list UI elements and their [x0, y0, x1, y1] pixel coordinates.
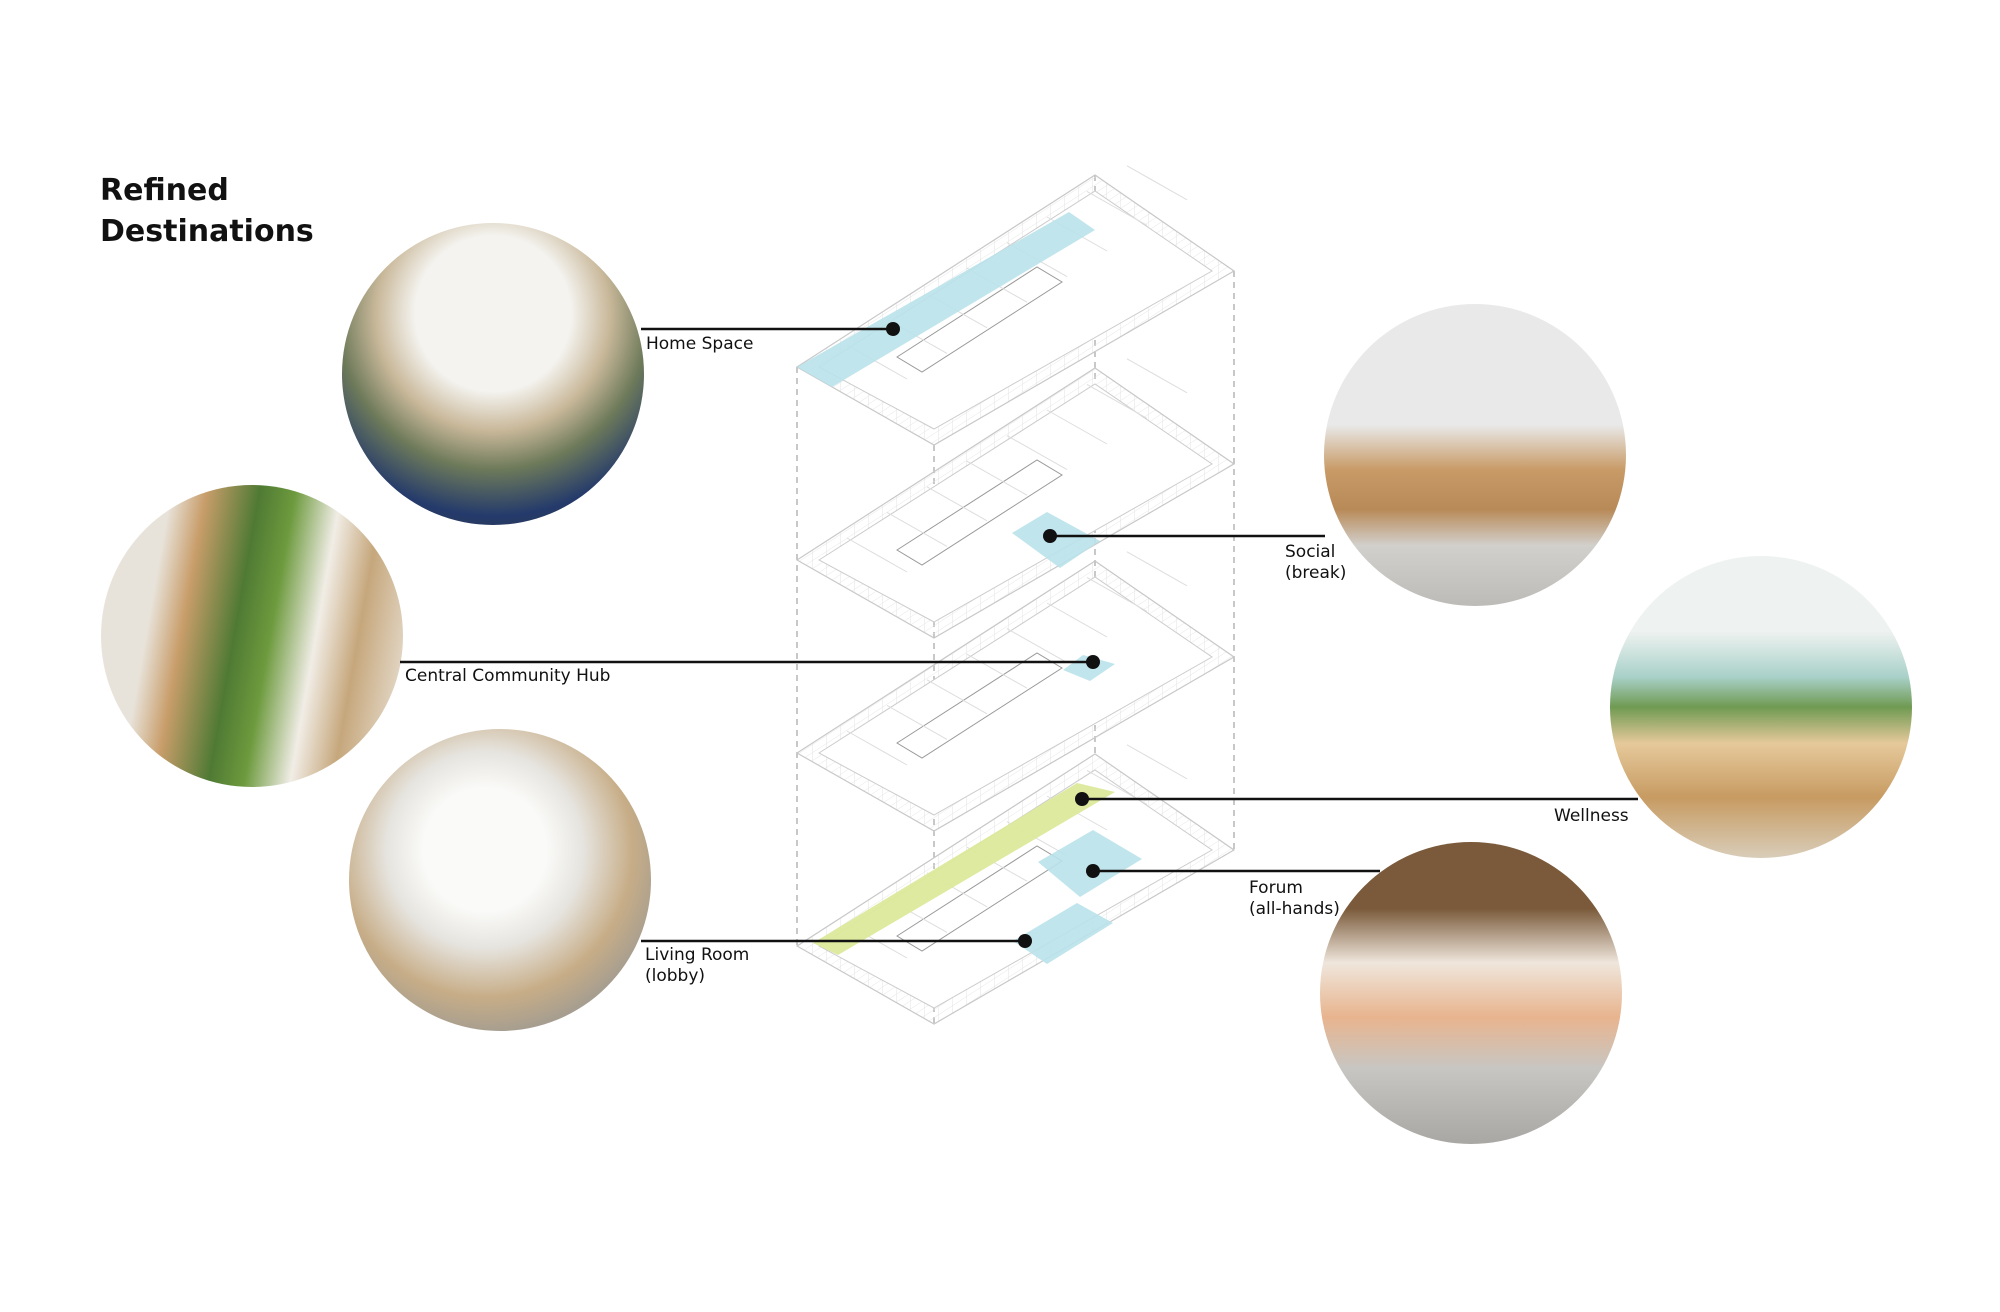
- label-forum: Forum (all-hands): [1249, 878, 1340, 920]
- highlight-social: [1012, 512, 1100, 568]
- label-living-room-name: Living Room: [645, 945, 750, 965]
- label-social-name: Social: [1285, 542, 1336, 562]
- highlight-forum: [1038, 830, 1142, 897]
- label-living-room-sub: (lobby): [645, 966, 706, 986]
- label-wellness: Wellness: [1554, 806, 1629, 826]
- diagram-title: Refined Destinations: [100, 170, 314, 252]
- leader-dots: [886, 322, 1100, 948]
- floor-plate-2: [795, 551, 1236, 832]
- label-forum-name: Forum: [1249, 878, 1303, 898]
- photo-living-room: [349, 729, 651, 1031]
- highlight-wellness: [813, 783, 1115, 955]
- floor-plate-3: [795, 358, 1236, 639]
- label-living-room: Living Room (lobby): [645, 945, 749, 987]
- title-line-1: Refined: [100, 173, 229, 208]
- floor-plate-4: [795, 165, 1236, 446]
- label-social-sub: (break): [1285, 563, 1347, 583]
- floor-plate-1: [795, 744, 1236, 1025]
- label-home-space: Home Space: [646, 334, 754, 354]
- photo-home-space: [342, 223, 644, 525]
- highlight-lobby: [1013, 903, 1113, 964]
- label-central-community-hub: Central Community Hub: [405, 666, 611, 686]
- leader-lines: [400, 327, 1638, 943]
- label-forum-sub: (all-hands): [1249, 899, 1340, 919]
- label-social: Social (break): [1285, 542, 1346, 584]
- title-line-2: Destinations: [100, 214, 314, 249]
- photo-social: [1324, 304, 1626, 606]
- photo-forum: [1320, 842, 1622, 1144]
- photo-central-community-hub: [101, 485, 403, 787]
- highlight-home-space: [797, 212, 1095, 387]
- photo-wellness: [1610, 556, 1912, 858]
